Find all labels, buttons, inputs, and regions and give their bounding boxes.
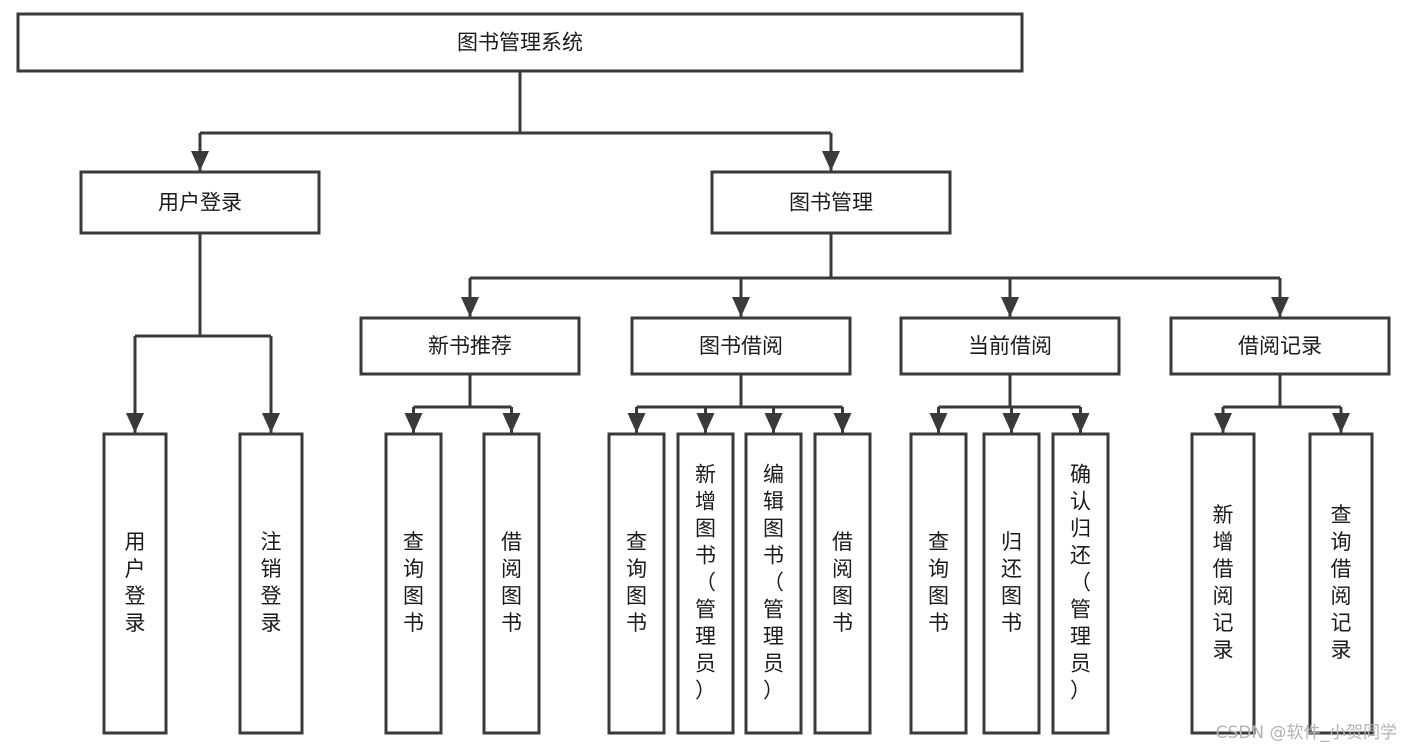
arrow-head-icon bbox=[1271, 297, 1289, 317]
node-leaf-user-login-box[interactable] bbox=[102, 432, 168, 735]
node-leaf-return-book-label: 归还图书 bbox=[1001, 530, 1022, 635]
node-leaf-add-record-label: 新增借阅记录 bbox=[1213, 503, 1234, 662]
node-leaf-query-record[interactable]: 查询借阅记录 bbox=[1308, 432, 1374, 735]
arrow-head-icon bbox=[822, 151, 840, 171]
node-leaf-add-book-label: 新增图书（管理员） bbox=[695, 463, 716, 703]
node-leaf-query-book-2-label: 查询图书 bbox=[626, 530, 647, 635]
arrow-head-icon bbox=[627, 413, 646, 433]
arrow-head-icon bbox=[1214, 413, 1232, 433]
arrow-head-icon bbox=[929, 413, 948, 433]
arrow-head-icon bbox=[1071, 413, 1090, 433]
node-new-book-recommend-box[interactable] bbox=[359, 316, 581, 376]
node-leaf-return-book-box[interactable] bbox=[982, 432, 1041, 735]
node-leaf-logout-box[interactable] bbox=[238, 432, 304, 735]
node-leaf-query-record-label: 查询借阅记录 bbox=[1331, 503, 1352, 662]
node-leaf-query-book-1-label: 查询图书 bbox=[403, 530, 424, 635]
arrow-head-icon bbox=[1001, 297, 1019, 317]
node-book-management[interactable]: 图书管理 bbox=[710, 170, 952, 235]
arrow-head-icon bbox=[404, 413, 423, 433]
node-book-management-label: 图书管理 bbox=[789, 191, 873, 215]
arrow-head-icon bbox=[764, 413, 783, 433]
node-book-borrow-label: 图书借阅 bbox=[699, 334, 783, 358]
node-leaf-query-book-3[interactable]: 查询图书 bbox=[909, 432, 968, 735]
arrow-head-icon bbox=[1002, 413, 1021, 433]
node-layer: 图书管理系统用户登录图书管理新书推荐图书借阅当前借阅借阅记录用户登录注销登录查询… bbox=[16, 12, 1391, 735]
node-leaf-user-login[interactable]: 用户登录 bbox=[102, 432, 168, 735]
node-root-label: 图书管理系统 bbox=[457, 31, 583, 55]
node-leaf-confirm-return-box[interactable] bbox=[1051, 432, 1110, 735]
arrow-head-icon bbox=[1332, 413, 1350, 433]
node-leaf-confirm-return-label: 确认归还（管理员） bbox=[1070, 463, 1091, 703]
node-leaf-borrow-book-1-box[interactable] bbox=[482, 432, 541, 735]
node-leaf-add-book[interactable]: 新增图书（管理员） bbox=[676, 432, 735, 735]
node-leaf-edit-book-box[interactable] bbox=[744, 432, 803, 735]
node-leaf-query-book-3-label: 查询图书 bbox=[928, 530, 949, 635]
node-book-management-box[interactable] bbox=[710, 170, 952, 235]
node-leaf-borrow-book-2-box[interactable] bbox=[813, 432, 872, 735]
node-current-borrow-box[interactable] bbox=[899, 316, 1121, 376]
node-borrow-record[interactable]: 借阅记录 bbox=[1169, 316, 1391, 376]
node-user-login-box[interactable] bbox=[79, 170, 321, 235]
node-leaf-logout-label: 注销登录 bbox=[261, 530, 282, 635]
arrow-head-icon bbox=[126, 413, 144, 433]
arrow-head-icon bbox=[696, 413, 715, 433]
node-leaf-query-book-1[interactable]: 查询图书 bbox=[384, 432, 443, 735]
node-borrow-record-box[interactable] bbox=[1169, 316, 1391, 376]
node-user-login-label: 用户登录 bbox=[158, 191, 242, 215]
node-leaf-query-record-box[interactable] bbox=[1308, 432, 1374, 735]
arrow-head-icon bbox=[262, 413, 280, 433]
connector-layer bbox=[126, 71, 1350, 433]
node-new-book-recommend-label: 新书推荐 bbox=[428, 334, 512, 358]
node-leaf-add-record-box[interactable] bbox=[1190, 432, 1256, 735]
node-root-box[interactable] bbox=[16, 12, 1024, 73]
node-leaf-edit-book-label: 编辑图书（管理员） bbox=[763, 463, 784, 703]
node-leaf-return-book[interactable]: 归还图书 bbox=[982, 432, 1041, 735]
node-leaf-borrow-book-2-label: 借阅图书 bbox=[832, 530, 853, 635]
node-current-borrow-label: 当前借阅 bbox=[968, 334, 1052, 358]
node-leaf-add-book-box[interactable] bbox=[676, 432, 735, 735]
node-user-login[interactable]: 用户登录 bbox=[79, 170, 321, 235]
watermark-text: CSDN @软件_小贺同学 bbox=[1215, 723, 1397, 743]
node-leaf-logout[interactable]: 注销登录 bbox=[238, 432, 304, 735]
node-leaf-borrow-book-1[interactable]: 借阅图书 bbox=[482, 432, 541, 735]
node-leaf-query-book-2-box[interactable] bbox=[607, 432, 666, 735]
arrow-head-icon bbox=[461, 297, 479, 317]
node-borrow-record-label: 借阅记录 bbox=[1238, 334, 1322, 358]
arrow-head-icon bbox=[833, 413, 852, 433]
node-leaf-user-login-label: 用户登录 bbox=[125, 530, 146, 635]
node-leaf-confirm-return[interactable]: 确认归还（管理员） bbox=[1051, 432, 1110, 735]
node-leaf-add-record[interactable]: 新增借阅记录 bbox=[1190, 432, 1256, 735]
node-new-book-recommend[interactable]: 新书推荐 bbox=[359, 316, 581, 376]
node-leaf-query-book-2[interactable]: 查询图书 bbox=[607, 432, 666, 735]
node-root[interactable]: 图书管理系统 bbox=[16, 12, 1024, 73]
node-leaf-borrow-book-1-label: 借阅图书 bbox=[501, 530, 522, 635]
node-book-borrow-box[interactable] bbox=[630, 316, 852, 376]
node-leaf-query-book-1-box[interactable] bbox=[384, 432, 443, 735]
node-leaf-edit-book[interactable]: 编辑图书（管理员） bbox=[744, 432, 803, 735]
arrow-head-icon bbox=[732, 297, 750, 317]
arrow-head-icon bbox=[191, 151, 209, 171]
node-book-borrow[interactable]: 图书借阅 bbox=[630, 316, 852, 376]
node-leaf-borrow-book-2[interactable]: 借阅图书 bbox=[813, 432, 872, 735]
arrow-head-icon bbox=[502, 413, 521, 433]
node-leaf-query-book-3-box[interactable] bbox=[909, 432, 968, 735]
node-current-borrow[interactable]: 当前借阅 bbox=[899, 316, 1121, 376]
